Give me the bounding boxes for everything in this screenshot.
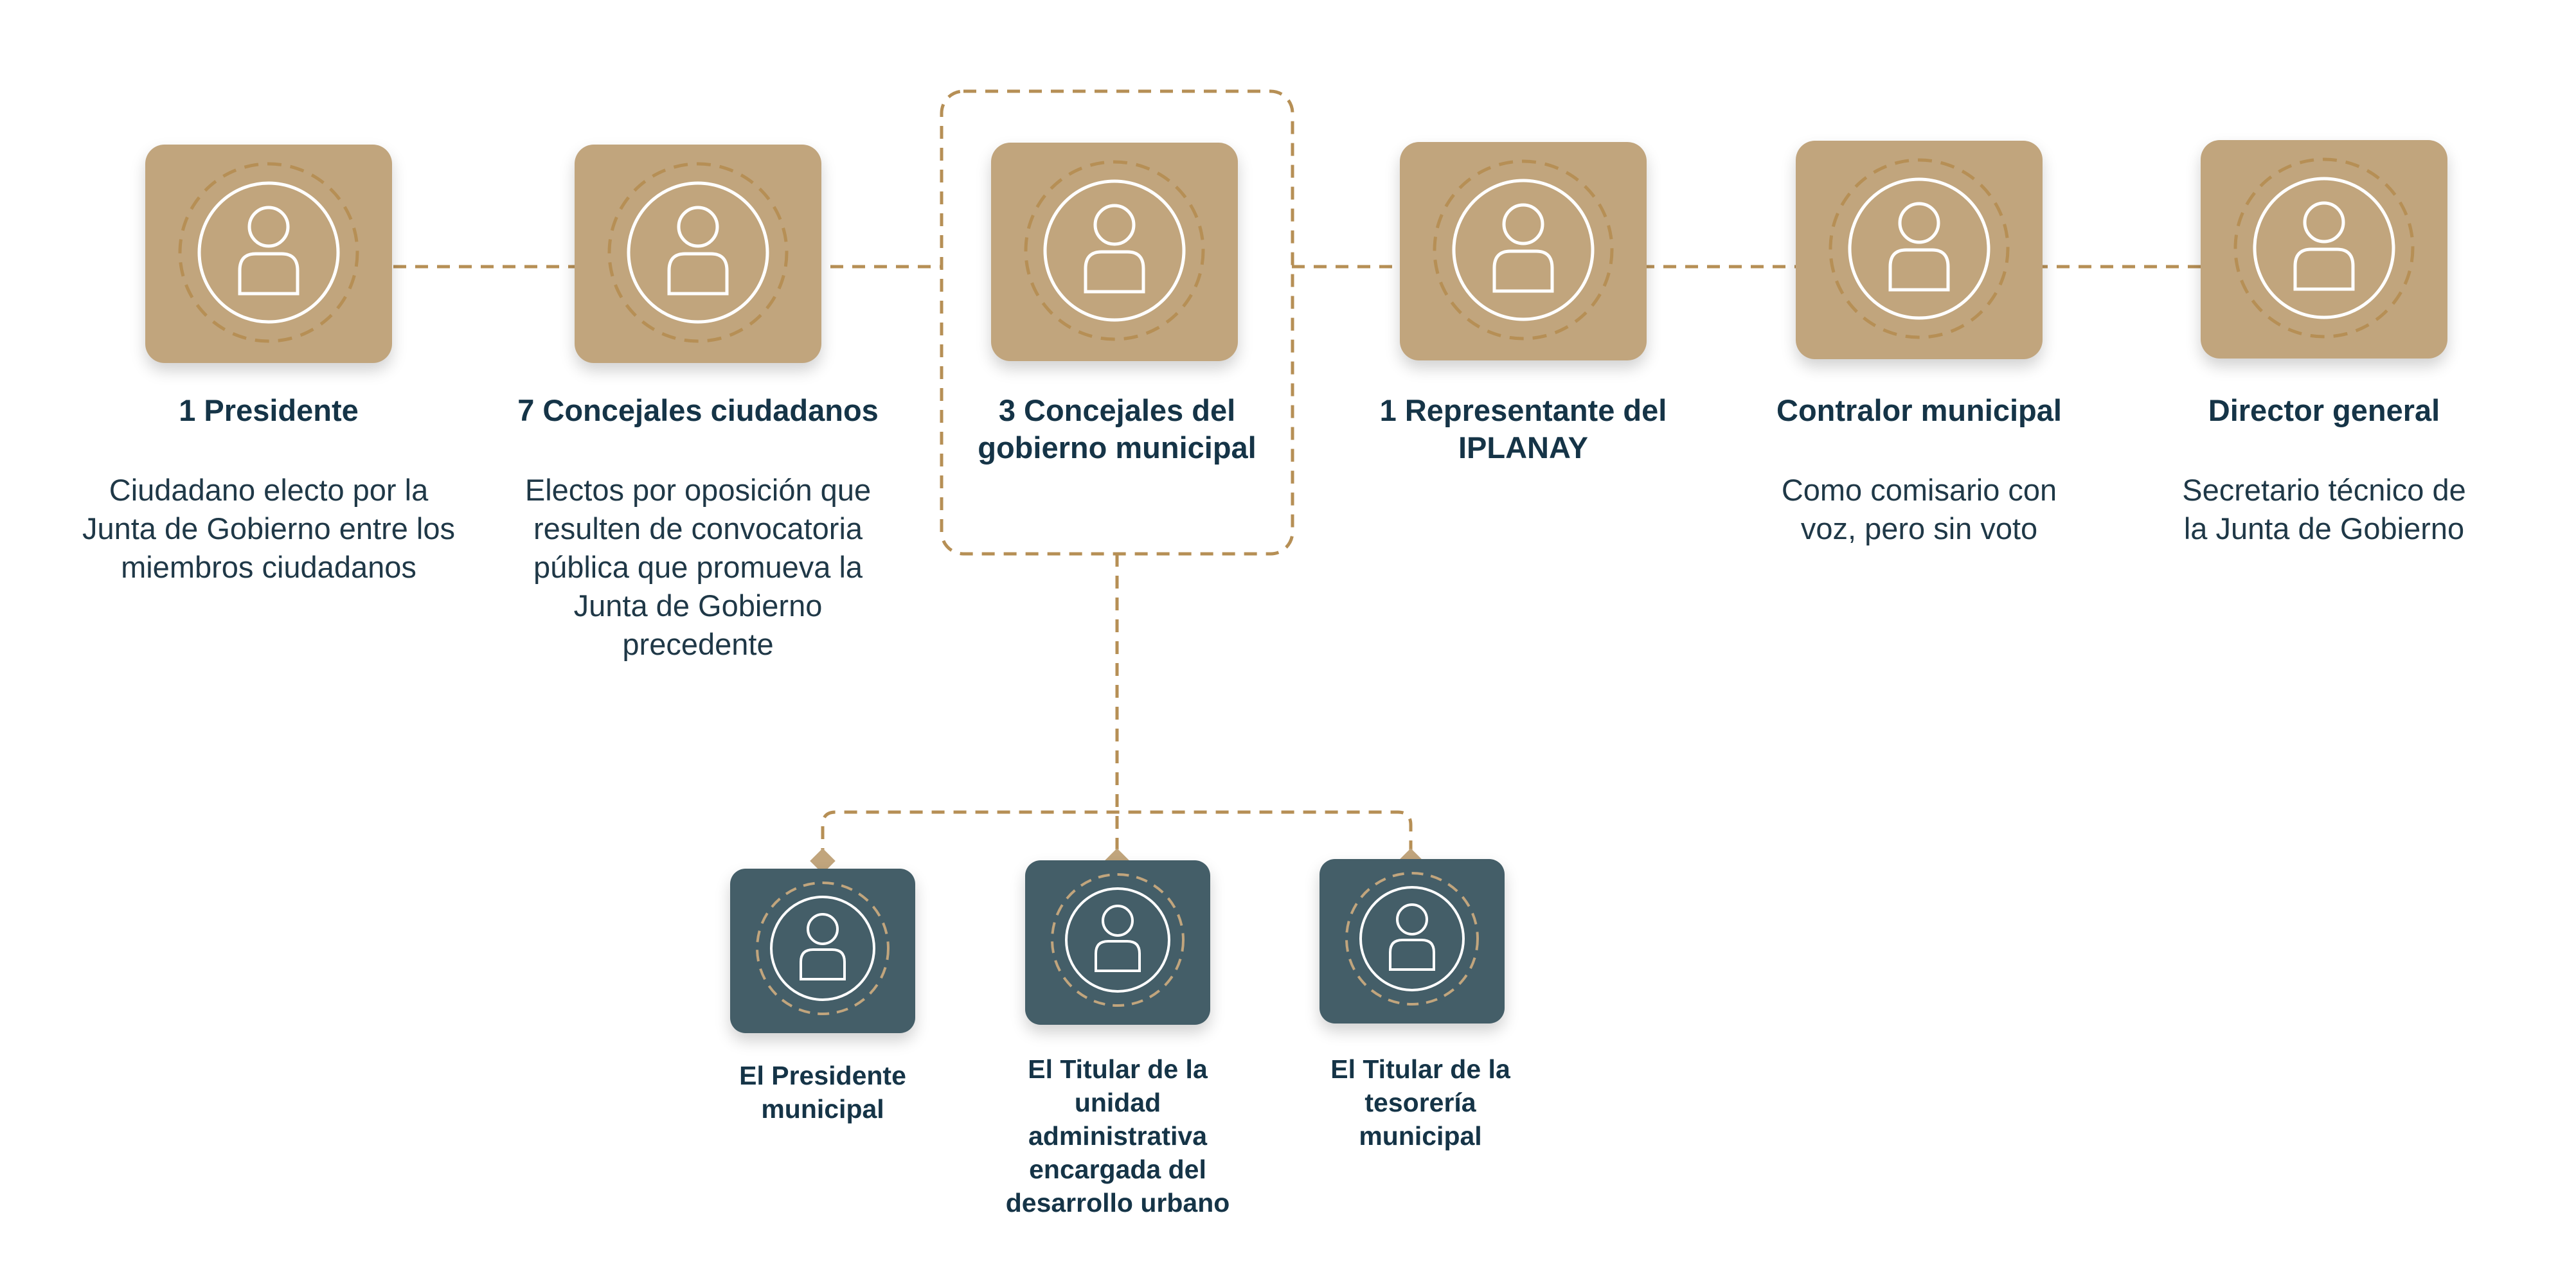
municipal-member-card-1: [730, 869, 915, 1033]
member-description: Como comisario con voz, pero sin voto: [1781, 473, 2057, 545]
member-card-3: [991, 143, 1238, 361]
member-card-2: [575, 145, 821, 363]
user-icon: [1345, 872, 1479, 1006]
member-card-4: [1400, 142, 1647, 360]
member-title: 3 Concejales del gobierno municipal: [978, 393, 1257, 465]
member-title: Director general: [2208, 393, 2440, 427]
user-icon: [1051, 873, 1185, 1007]
branch-diamond: [810, 848, 836, 874]
user-icon: [756, 882, 890, 1015]
municipal-member-title: El Presidente municipal: [739, 1061, 906, 1124]
member-title: 1 Presidente: [179, 393, 359, 427]
member-card-6: [2201, 140, 2447, 359]
user-icon: [2233, 157, 2415, 339]
member-title: 7 Concejales ciudadanos: [517, 393, 879, 427]
user-icon: [1024, 160, 1205, 341]
member-description: Ciudadano electo por la Junta de Gobiern…: [82, 473, 456, 584]
municipal-member-card-2: [1025, 860, 1210, 1025]
member-title: Contralor municipal: [1776, 393, 2062, 427]
user-icon: [1829, 158, 2010, 339]
member-title: 1 Representante del IPLANAY: [1379, 393, 1667, 465]
user-icon: [1433, 159, 1614, 341]
user-icon: [178, 162, 359, 343]
user-icon: [607, 162, 789, 343]
member-description: Electos por oposición que resulten de co…: [524, 473, 872, 661]
branch-bracket: [821, 810, 1413, 861]
member-card-5: [1796, 141, 2043, 359]
member-card-1: [145, 145, 392, 363]
member-description: Secretario técnico de la Junta de Gobier…: [2182, 473, 2466, 545]
municipal-member-title: El Titular de la unidad administrativa e…: [1005, 1054, 1230, 1218]
municipal-member-card-3: [1319, 859, 1505, 1024]
municipal-member-title: El Titular de la tesorería municipal: [1330, 1054, 1510, 1151]
